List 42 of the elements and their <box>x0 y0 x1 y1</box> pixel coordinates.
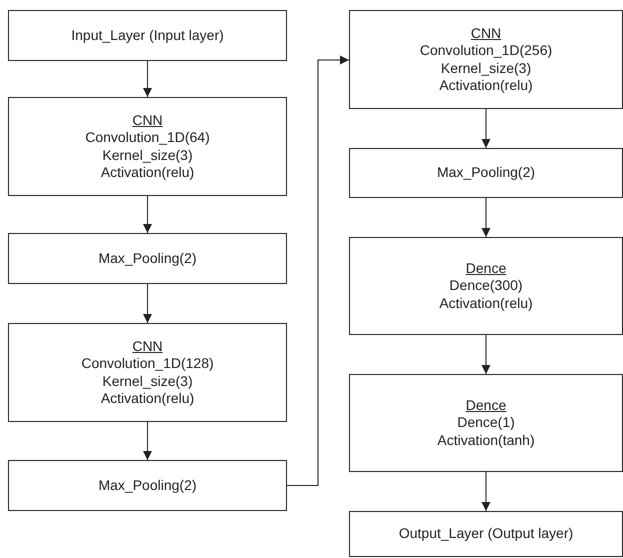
arrow <box>143 422 152 460</box>
layer-box <box>349 237 623 335</box>
layer-label: Kernel_size(3) <box>102 146 193 164</box>
layer-label: Max_Pooling(2) <box>98 476 197 494</box>
layer-heading: CNN <box>132 112 163 129</box>
arrow <box>482 108 490 148</box>
layer-label: Max_Pooling(2) <box>98 250 197 268</box>
layer-heading: Dence <box>466 260 506 278</box>
layer-label: Activation(relu) <box>439 77 533 94</box>
layer-box <box>8 97 287 196</box>
layer-label: Activation(relu) <box>100 164 194 182</box>
layer-box <box>349 10 623 109</box>
layer-label: Convolution_1D(128) <box>81 355 214 372</box>
layer-box <box>8 10 287 61</box>
layer-label: Dence(300) <box>449 277 523 295</box>
arrow <box>143 284 152 324</box>
layer-label: Output_Layer (Output layer) <box>398 525 574 543</box>
arrow <box>482 472 490 512</box>
layer-label: Convolution_1D(256) <box>420 42 552 60</box>
layer-label: Max_Pooling(2) <box>436 164 536 182</box>
layer-label: Kernel_size(3) <box>440 60 532 77</box>
layer-label: Kernel_size(3) <box>102 372 193 390</box>
arrow <box>143 196 152 234</box>
layer-heading: CNN <box>132 338 163 355</box>
layer-heading: Dence <box>466 396 506 414</box>
layer-heading: CNN <box>470 24 502 42</box>
layer-label: Activation(relu) <box>439 294 533 312</box>
layer-box <box>349 511 623 557</box>
layer-box <box>349 148 623 198</box>
arrow <box>482 334 490 374</box>
arrow <box>482 198 490 238</box>
layer-box <box>349 374 623 472</box>
arrow <box>143 60 152 98</box>
layer-label: Dence(1) <box>457 414 515 432</box>
layer-box <box>8 460 287 511</box>
layer-label: Convolution_1D(64) <box>85 129 210 146</box>
layer-box <box>8 233 287 284</box>
layer-box <box>8 323 287 422</box>
layer-label: Input_Layer (Input layer) <box>71 26 224 44</box>
layer-label: Activation(relu) <box>100 390 194 408</box>
layer-label: Activation(tanh) <box>437 432 535 450</box>
arrow <box>286 56 350 486</box>
